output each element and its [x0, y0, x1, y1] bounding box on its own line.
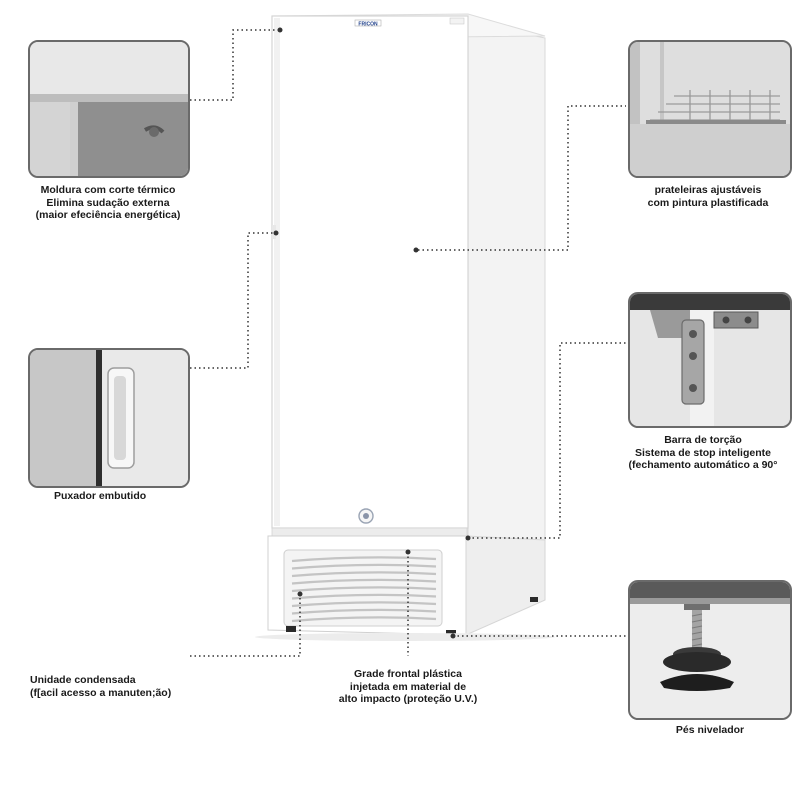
- front-grille: [283, 549, 443, 627]
- grille-slat: [291, 571, 437, 578]
- panel-feet-detail: [628, 580, 792, 720]
- grille-slat: [291, 601, 437, 608]
- door-shading: [274, 18, 280, 526]
- handle-detail-photo: [30, 350, 188, 486]
- foot-right: [446, 630, 456, 636]
- grille-slat: [291, 556, 437, 563]
- caption-frame: Moldura com corte térmico Elimina sudaçã…: [18, 184, 198, 222]
- caption-torsion-line-1: Barra de torção: [664, 434, 742, 446]
- leader-frame: [190, 29, 278, 101]
- caption-shelves-line-2: com pintura plastificada: [647, 196, 769, 209]
- caption-grille: Grade frontal plástica injetada em mater…: [330, 668, 486, 706]
- leader-dot-condenser: [297, 591, 303, 597]
- caption-frame-line-2: Elimina sudação externa: [46, 196, 170, 209]
- caption-torsion-line-2: Sistema de stop inteligente: [635, 446, 771, 459]
- foot-left: [286, 626, 296, 632]
- brand-plate: [354, 19, 382, 27]
- caption-frame-line-3: (maior efeciência energética): [35, 209, 181, 221]
- caption-handle-line-1: Puxador embutido: [54, 490, 147, 502]
- floor-shadow: [255, 633, 555, 641]
- caption-grille-line-2: injetada em material de: [349, 680, 467, 693]
- freezer-door: [271, 15, 469, 529]
- leader-dot-frame: [277, 27, 283, 33]
- feet-detail-photo: [630, 582, 790, 718]
- leader-shelves: [418, 105, 626, 251]
- grille-slat: [291, 608, 437, 615]
- grille-slat: [291, 586, 437, 593]
- frame-detail-photo: [30, 42, 188, 176]
- leader-dot-torsion: [465, 535, 471, 541]
- panel-torsion-detail: [628, 292, 792, 428]
- caption-feet-line-1: Pés nivelador: [675, 724, 745, 736]
- panel-frame-detail: [28, 40, 190, 178]
- grille-slat: [291, 563, 437, 570]
- leader-dot-shelves: [413, 247, 419, 253]
- leader-handle: [190, 232, 275, 369]
- grille-slat: [291, 578, 437, 585]
- grille-slat: [291, 616, 437, 623]
- caption-grille-line-1: Grade frontal plástica: [354, 668, 462, 680]
- leader-torsion: [468, 342, 626, 539]
- caption-shelves: prateleiras ajustáveis com pintura plast…: [620, 184, 796, 209]
- panel-handle-detail: [28, 348, 190, 488]
- panel-shelves-detail: [628, 40, 792, 178]
- foot-back: [530, 597, 538, 602]
- leader-dot-grille: [405, 549, 411, 555]
- brand-logo: FRICON: [358, 22, 378, 28]
- leader-dot-feet: [450, 633, 456, 639]
- caption-feet: Pés nivelador: [660, 724, 760, 737]
- caption-condenser: Unidade condensada (f[acil acesso a manu…: [30, 674, 200, 699]
- leader-dot-handle: [273, 230, 279, 236]
- shelves-detail-photo: [630, 42, 790, 176]
- lock-core: [363, 513, 369, 519]
- caption-grille-line-3: alto impacto (proteção U.V.): [338, 693, 478, 705]
- torsion-detail-photo: [630, 294, 790, 426]
- caption-torsion-line-3: (fechamento automático a 90°: [628, 459, 778, 471]
- caption-shelves-line-1: prateleiras ajustáveis: [654, 184, 762, 196]
- leader-condenser: [190, 594, 301, 657]
- caption-frame-line-1: Moldura com corte térmico: [40, 184, 176, 196]
- caption-condenser-line-2: (f[acil acesso a manuten;ão): [30, 686, 172, 699]
- caption-torsion: Barra de torção Sistema de stop intelige…: [610, 434, 796, 472]
- grille-slat: [291, 593, 437, 600]
- caption-handle: Puxador embutido: [54, 490, 194, 503]
- control-panel: [449, 17, 465, 25]
- caption-condenser-line-1: Unidade condensada: [30, 674, 136, 686]
